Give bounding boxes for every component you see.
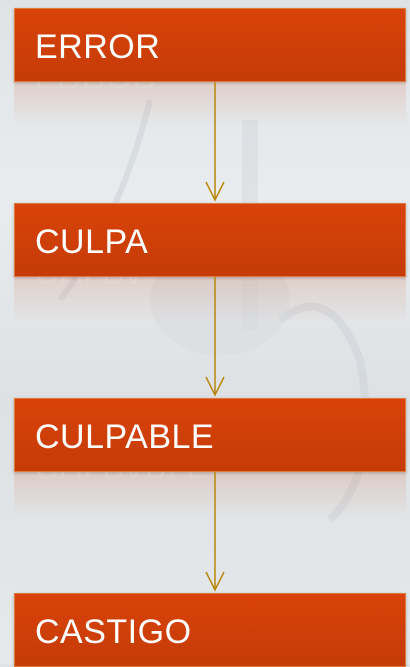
arrow-culpable-to-castigo: [205, 472, 225, 592]
step-label-error: ERROR: [35, 28, 161, 66]
step-reflection-culpable: CULPABLE: [14, 472, 406, 518]
step-box-castigo: CASTIGO: [14, 593, 406, 667]
step-label-culpa: CULPA: [35, 223, 149, 261]
step-box-culpable: CULPABLE: [14, 398, 406, 472]
step-reflection-culpa: CULPA: [14, 277, 406, 323]
arrow-error-to-culpa: [205, 82, 225, 202]
step-reflection-error: ERROR: [14, 82, 406, 128]
step-label-culpable: CULPABLE: [35, 418, 215, 456]
step-label-castigo: CASTIGO: [35, 613, 192, 651]
arrow-culpa-to-culpable: [205, 277, 225, 397]
step-box-error: ERROR: [14, 8, 406, 82]
step-box-culpa: CULPA: [14, 203, 406, 277]
